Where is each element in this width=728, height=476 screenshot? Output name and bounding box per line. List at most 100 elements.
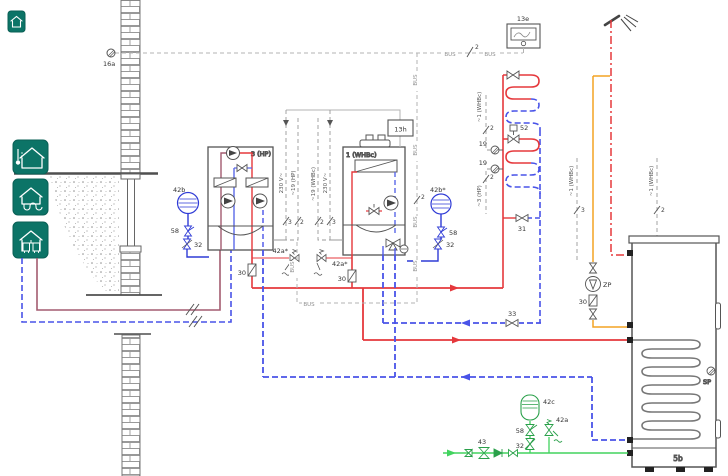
- safety-42a-star-label: 42a*: [272, 247, 288, 255]
- cold-water-line: 43 58 32 42c 42a: [443, 394, 628, 459]
- group-43-label: 43: [478, 438, 486, 446]
- outdoor-unit-loop: [21, 250, 232, 328]
- expansion-vessel-42b-star: 42b* 58 32: [407, 186, 457, 262]
- safety-42a-star-label: 42a*: [332, 260, 348, 268]
- mains-label: 230 V~: [279, 172, 285, 193]
- shower-head-icon: [603, 14, 639, 32]
- bus-label: BUS: [444, 52, 456, 58]
- unit-wiring: 230 V~ ~19 (HP) ~19 (WHBc) 230 V~ 3 2 2 …: [273, 110, 343, 241]
- boiler-label: 1 (WHBc): [346, 151, 377, 159]
- expansion-vessel-42b: 42b 58 32: [171, 186, 209, 258]
- radiator-heating-house-icon: [12, 221, 49, 259]
- safety-42a-label: 42a: [556, 416, 568, 424]
- building-structure: [14, 0, 162, 476]
- check-valve-30-label: 30: [338, 275, 346, 283]
- boiler-sensor-wire-label: ~19 (WHBc): [311, 167, 317, 201]
- wire-label-whbc1: ~1 (WHBc): [477, 92, 483, 123]
- core-count: 2: [475, 44, 479, 51]
- valve-31-label: 31: [518, 225, 526, 233]
- vessel-42b-star-label: 42b*: [430, 186, 446, 194]
- valve-33: 33: [505, 310, 519, 328]
- sensor-sp-label: SP: [703, 378, 711, 386]
- tank-connections: [627, 250, 633, 456]
- mains-arrow: [283, 120, 289, 126]
- tank-return-line: [262, 250, 592, 378]
- valve-58-label: 58: [449, 229, 457, 237]
- core-count: 2: [661, 207, 665, 214]
- overflow-valve-31: 31: [503, 213, 540, 233]
- expansion-vessel-42c: 42c: [520, 394, 555, 421]
- hot-water-line: [610, 20, 628, 256]
- core-count: 2: [490, 125, 494, 132]
- return-line-outdoor: [21, 250, 232, 323]
- tank-feet: [645, 467, 713, 472]
- storage-sensor-sp: SP: [703, 366, 716, 387]
- heating-circuit-serpentine: 52 19 19 ~1 (WHBc) 2 ~3 (HP) 2 31: [477, 70, 541, 323]
- sensor-wiring: [482, 95, 491, 214]
- valve-32-label: 32: [446, 241, 454, 249]
- tank-coil: [632, 339, 701, 440]
- bus-label: BUS: [290, 261, 296, 273]
- bus-label: BUS: [413, 144, 419, 156]
- valve-58-label: 58: [171, 227, 179, 235]
- core-count: 2: [490, 174, 494, 181]
- vessel-42c-label: 42c: [543, 398, 555, 406]
- core-count: 3: [581, 207, 585, 214]
- sensor-19-label: 19: [479, 140, 487, 148]
- earth-fill: [50, 176, 119, 293]
- circulation-fittings: [585, 262, 601, 320]
- zp-pump-label: ZP: [603, 281, 611, 289]
- core-count: 3: [332, 219, 336, 226]
- line-break-marks: [185, 303, 203, 328]
- wire-label-whbc1: ~1 (WHBc): [569, 166, 575, 197]
- core-count: 2: [320, 219, 324, 226]
- safety-valve-42a: 42a: [544, 416, 568, 453]
- core-count: 3: [288, 219, 292, 226]
- underfloor-heating-house-icon: [12, 178, 49, 216]
- building-icon: [7, 10, 26, 33]
- mains-arrow: [327, 120, 333, 126]
- module-13h: 13h: [286, 109, 414, 147]
- circulation-line: [592, 75, 628, 328]
- bus-vertical-labels: BUS BUS BUS BUS: [413, 74, 421, 277]
- outdoor-sensor-16a: 16a: [103, 48, 116, 68]
- distribution-piping: 30 42a* 30 42a* 33: [238, 247, 628, 441]
- valve-32-label: 32: [516, 442, 524, 450]
- check-valve-30-label: 30: [579, 298, 587, 306]
- vessel-42b-label: 42b: [173, 186, 185, 194]
- flow-sensor-19-bottom: 19: [479, 159, 503, 174]
- flow-line-outdoor: [36, 250, 221, 311]
- room-controller-13e: 13e: [506, 15, 541, 53]
- bus-label: BUS: [413, 74, 419, 86]
- core-count: 2: [300, 219, 304, 226]
- bus-label: BUS: [484, 52, 496, 58]
- valve-32-label: 32: [194, 241, 202, 249]
- core-count: 2: [421, 194, 425, 201]
- bus-network: BUS BUS 2 16a BUS BUS BUS BUS 2 BUS BUS …: [103, 15, 541, 308]
- wire-label-hp3: ~3 (HP): [477, 185, 483, 207]
- inlet-group-43: [463, 447, 518, 459]
- valve-52-label: 52: [520, 124, 528, 132]
- sensor-19-label: 19: [479, 159, 487, 167]
- legend-icons: [7, 10, 49, 259]
- heat-pump-label: 3 (HP): [251, 150, 271, 158]
- valve-33-label: 33: [508, 310, 516, 318]
- vessel-42c-fittings: [524, 424, 538, 450]
- zone-valve-52: 52: [507, 124, 528, 144]
- mains-label: 230 V~: [323, 172, 329, 193]
- storage-tank: 5b SP: [627, 235, 721, 472]
- bus-label: BUS: [303, 302, 315, 308]
- safety-valve-42a-star-right: [313, 249, 327, 276]
- bus-label: BUS: [413, 260, 419, 272]
- heating-return-line: [382, 255, 541, 324]
- flow-sensor-19-top: 19: [479, 140, 503, 155]
- room-temperature-house-icon: [12, 139, 49, 175]
- heat-pump-unit: 3 (HP): [207, 146, 274, 251]
- hp-sensor-wire-label: ~19 (HP): [291, 170, 297, 195]
- sensor-16a-label: 16a: [103, 60, 115, 68]
- check-valve-30-label: 30: [238, 269, 246, 277]
- module-13h-label: 13h: [394, 126, 406, 134]
- boiler-unit: 1 (WHBc): [342, 134, 409, 256]
